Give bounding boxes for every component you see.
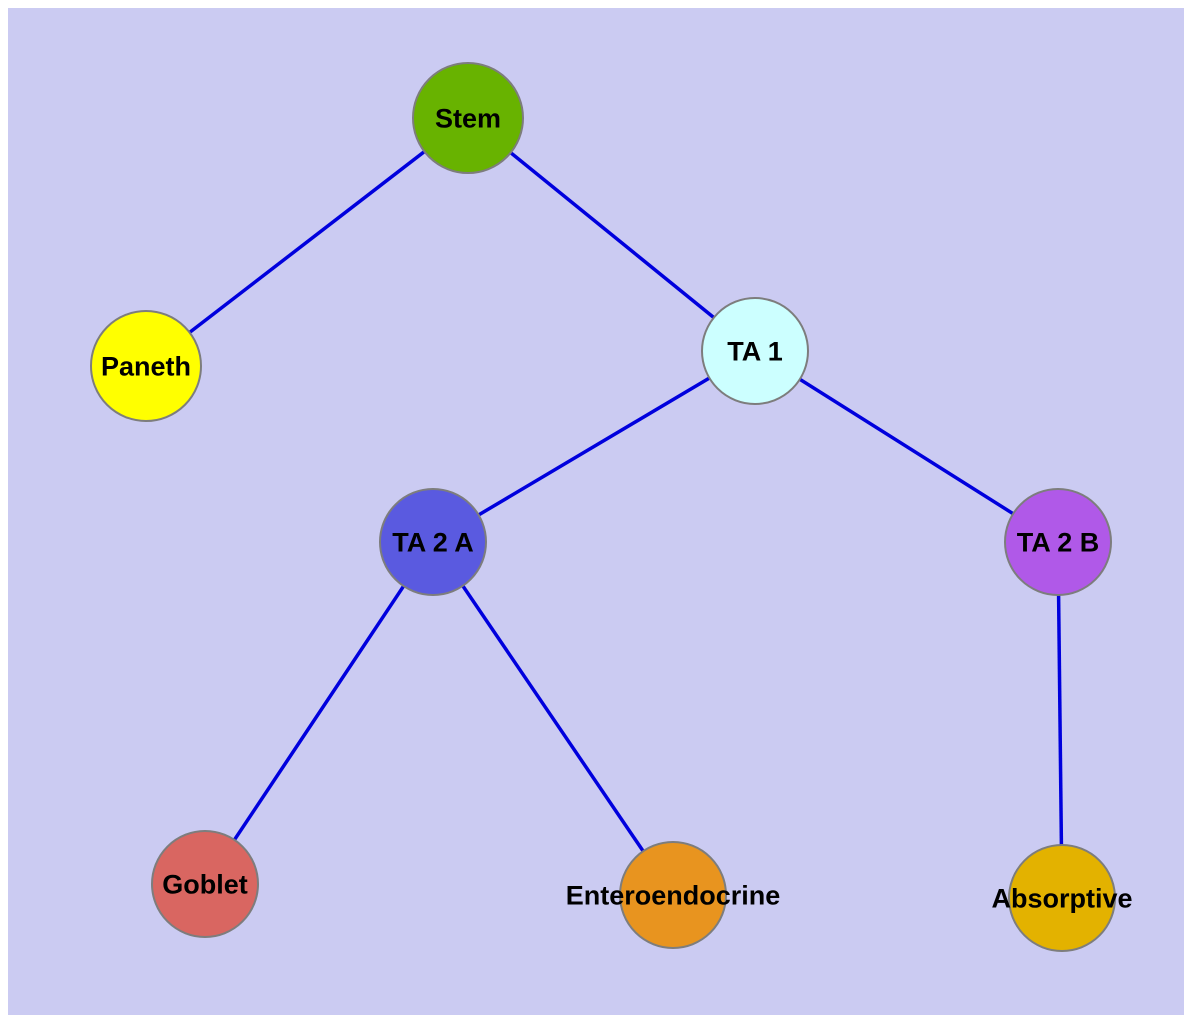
node-goblet — [151, 830, 259, 938]
edge-ta1-ta2a — [432, 349, 756, 544]
edge-ta2a-enteroendocrine — [431, 541, 675, 896]
node-ta2b — [1004, 488, 1112, 596]
edge-stem-paneth — [144, 116, 470, 368]
edge-ta2a-goblet — [203, 541, 435, 885]
node-paneth — [90, 310, 202, 422]
edges-layer — [144, 116, 1064, 899]
node-ta2a — [379, 488, 487, 596]
node-ta1 — [701, 297, 809, 405]
edge-ta1-ta2b — [754, 349, 1059, 544]
edge-ta2b-absorptive — [1056, 541, 1064, 899]
node-enteroendocrine — [619, 841, 727, 949]
node-stem — [412, 62, 524, 174]
nodes-layer — [90, 62, 1116, 952]
node-absorptive — [1008, 844, 1116, 952]
edge-stem-ta1 — [466, 116, 757, 353]
